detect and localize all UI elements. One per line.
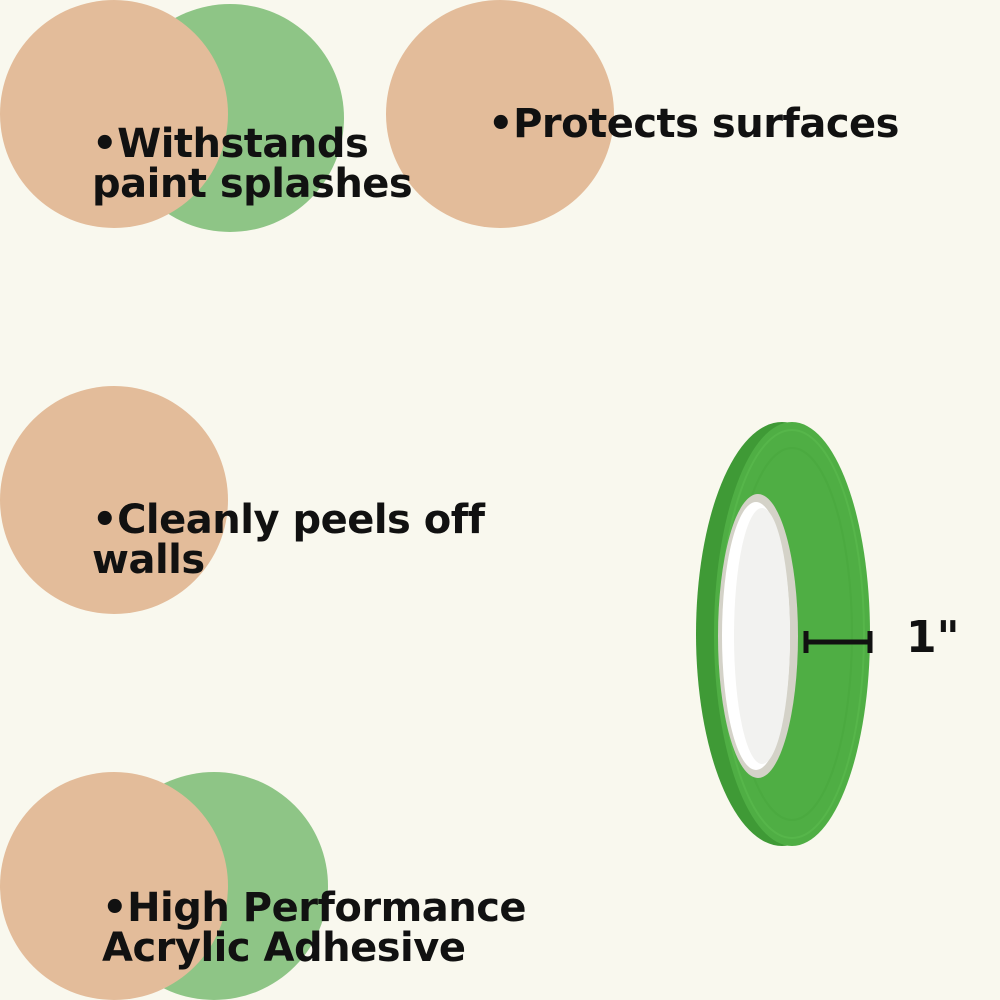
feature-protects-surfaces: •Protects surfaces (488, 104, 899, 144)
width-label: 1" (906, 612, 960, 663)
green-masking-tape-roll-image (696, 422, 870, 846)
peach-circle-middle-left (0, 386, 228, 614)
feature-line: paint splashes (92, 161, 413, 207)
feature-line: Acrylic Adhesive (102, 925, 466, 971)
feature-cleanly-peels: •Cleanly peels off walls (92, 500, 485, 580)
feature-line: walls (92, 537, 205, 583)
peach-circle-bottom-left (0, 772, 228, 1000)
feature-line: •High Performance (102, 885, 527, 931)
feature-line: •Cleanly peels off (92, 497, 485, 543)
feature-line: •Protects surfaces (488, 101, 899, 147)
peach-circle-top-left (0, 0, 228, 228)
feature-line: •Withstands (92, 121, 369, 167)
feature-withstands-paint: •Withstands paint splashes (92, 121, 413, 207)
width-measure-bar (803, 631, 873, 653)
peach-circle-top-middle (386, 0, 614, 228)
feature-acrylic-adhesive: •High Performance Acrylic Adhesive (102, 885, 527, 971)
